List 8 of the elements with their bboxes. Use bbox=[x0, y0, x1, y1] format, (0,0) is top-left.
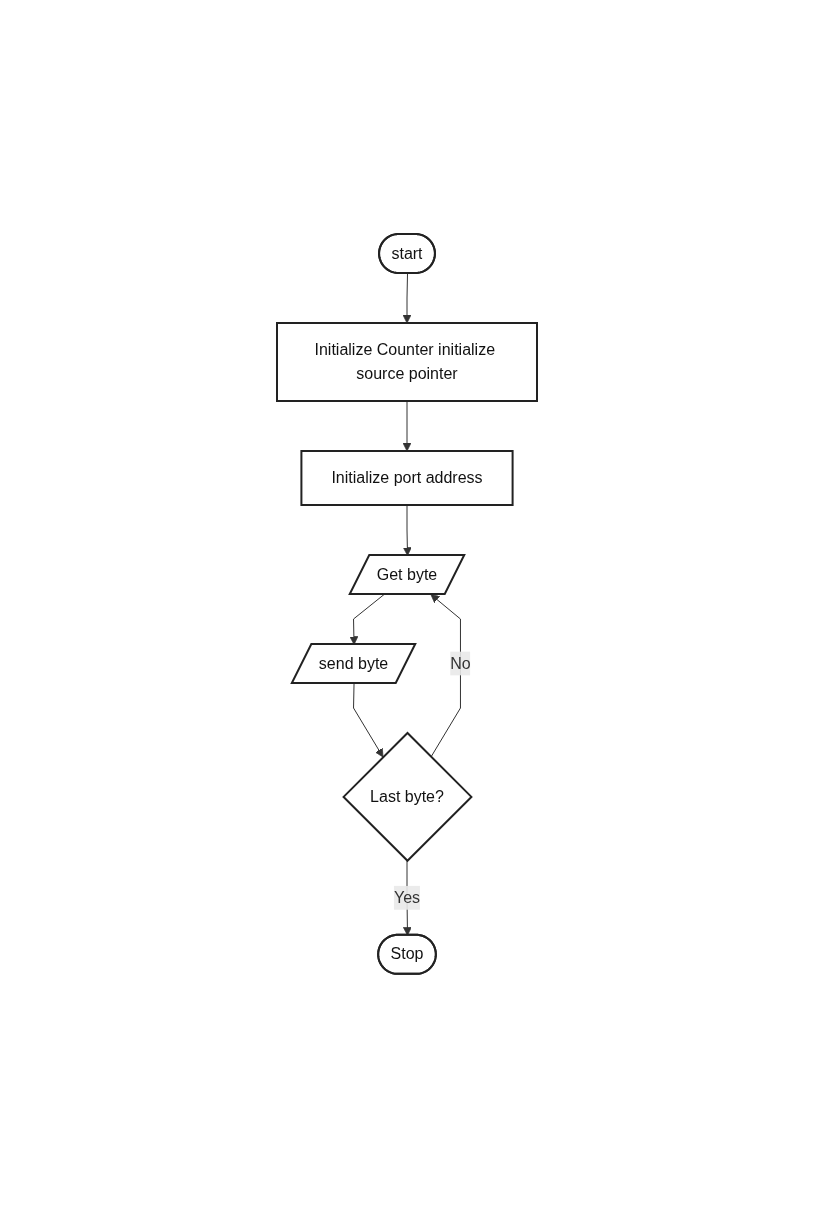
node-box: Initialize port address bbox=[300, 449, 514, 506]
node-box: Initialize Counter initialize source pointer bbox=[276, 321, 538, 402]
arrow bbox=[430, 593, 461, 758]
arrow bbox=[402, 400, 412, 451]
arrow bbox=[353, 682, 384, 757]
node-diamond: Last byte? bbox=[342, 731, 473, 862]
edge-label: Yes bbox=[393, 888, 421, 906]
edge-label: No bbox=[450, 654, 471, 672]
